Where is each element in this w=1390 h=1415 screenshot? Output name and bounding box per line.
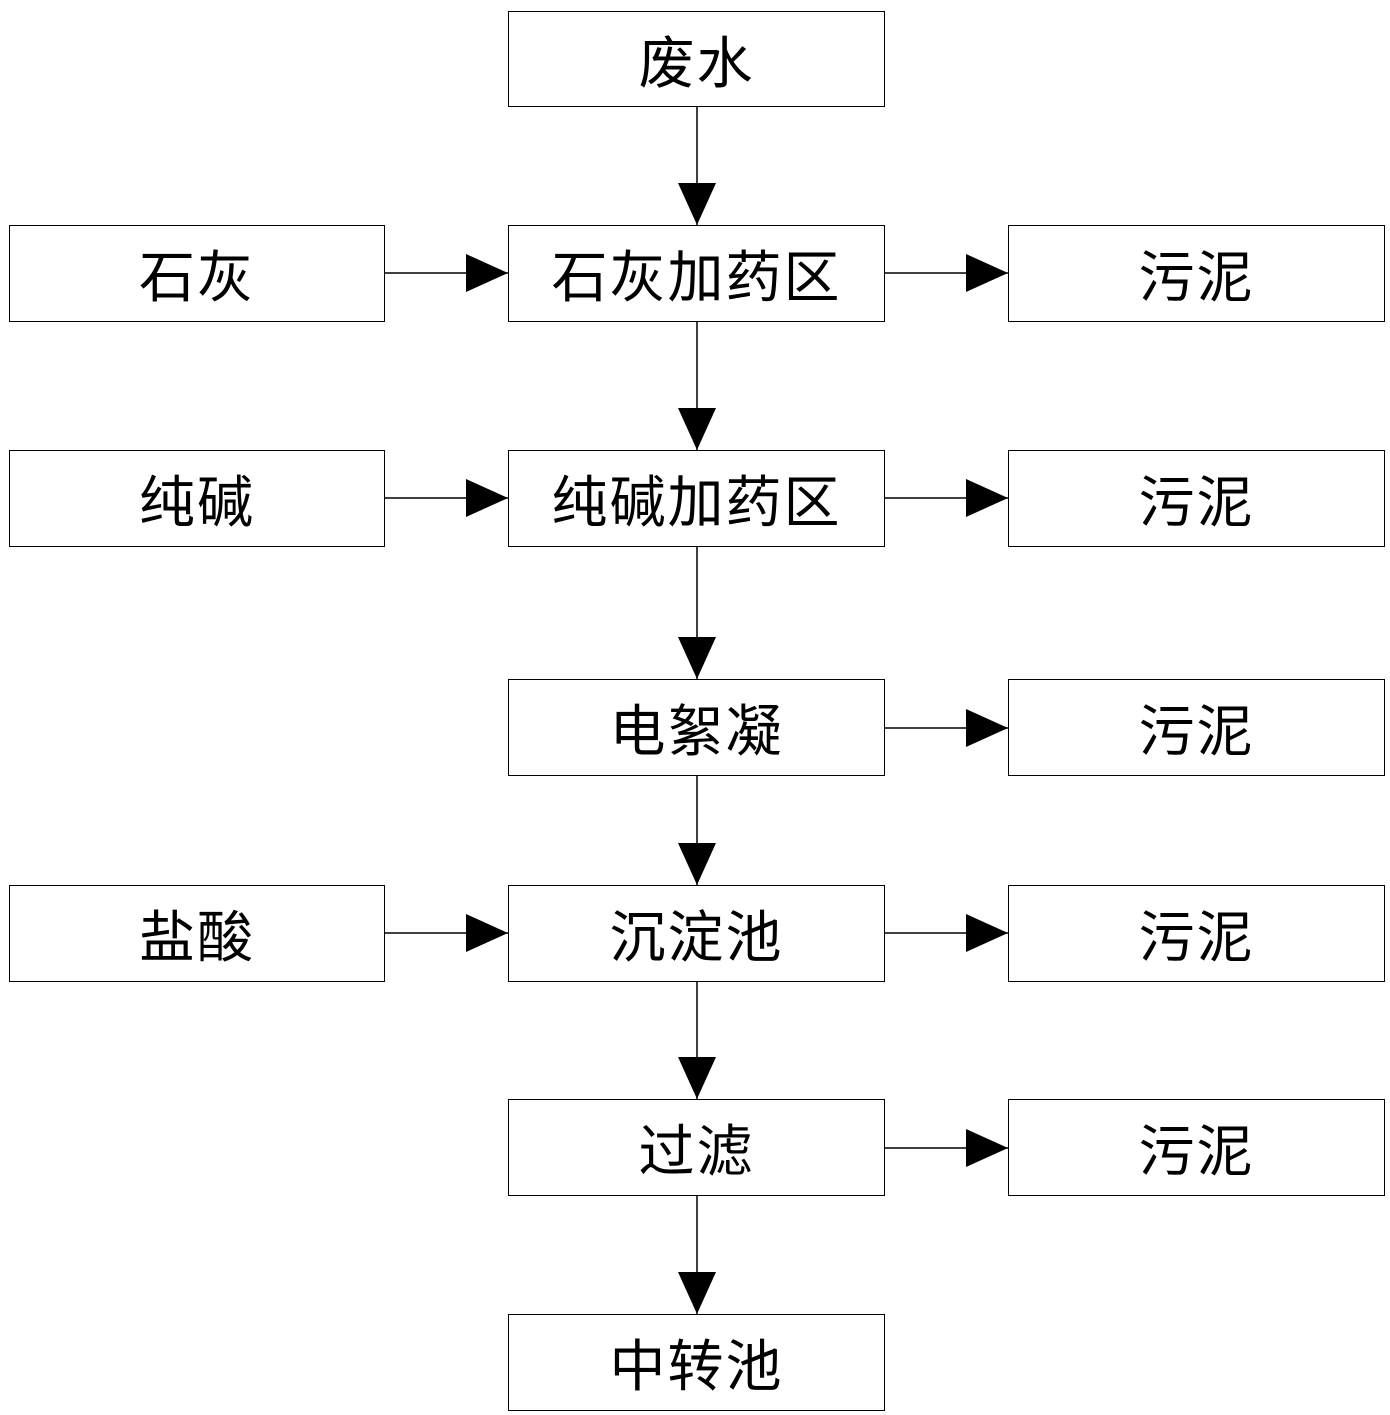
node-lime: 石灰 <box>9 225 385 322</box>
node-soda: 纯碱 <box>9 450 385 547</box>
arrowhead <box>678 408 716 450</box>
node-transfer-tank: 中转池 <box>508 1314 885 1411</box>
node-sludge-2: 污泥 <box>1008 450 1385 547</box>
arrowhead <box>678 1272 716 1314</box>
node-lime-dosing-zone: 石灰加药区 <box>508 225 885 322</box>
arrowhead <box>678 637 716 679</box>
node-sedimentation-tank: 沉淀池 <box>508 885 885 982</box>
node-sludge-3: 污泥 <box>1008 679 1385 776</box>
arrowhead <box>966 709 1008 747</box>
arrowhead <box>466 254 508 292</box>
node-sludge-1: 污泥 <box>1008 225 1385 322</box>
arrowhead <box>678 843 716 885</box>
arrowhead <box>466 914 508 952</box>
node-sludge-4: 污泥 <box>1008 885 1385 982</box>
node-electrocoagulation: 电絮凝 <box>508 679 885 776</box>
node-soda-dosing-zone: 纯碱加药区 <box>508 450 885 547</box>
arrowhead <box>966 479 1008 517</box>
arrowhead <box>678 183 716 225</box>
node-hydrochloric-acid: 盐酸 <box>9 885 385 982</box>
node-sludge-5: 污泥 <box>1008 1099 1385 1196</box>
arrowhead <box>966 1129 1008 1167</box>
node-filtration: 过滤 <box>508 1099 885 1196</box>
arrowhead <box>966 914 1008 952</box>
arrowhead <box>466 479 508 517</box>
arrowhead <box>966 254 1008 292</box>
arrowhead <box>678 1057 716 1099</box>
node-wastewater: 废水 <box>508 11 885 107</box>
